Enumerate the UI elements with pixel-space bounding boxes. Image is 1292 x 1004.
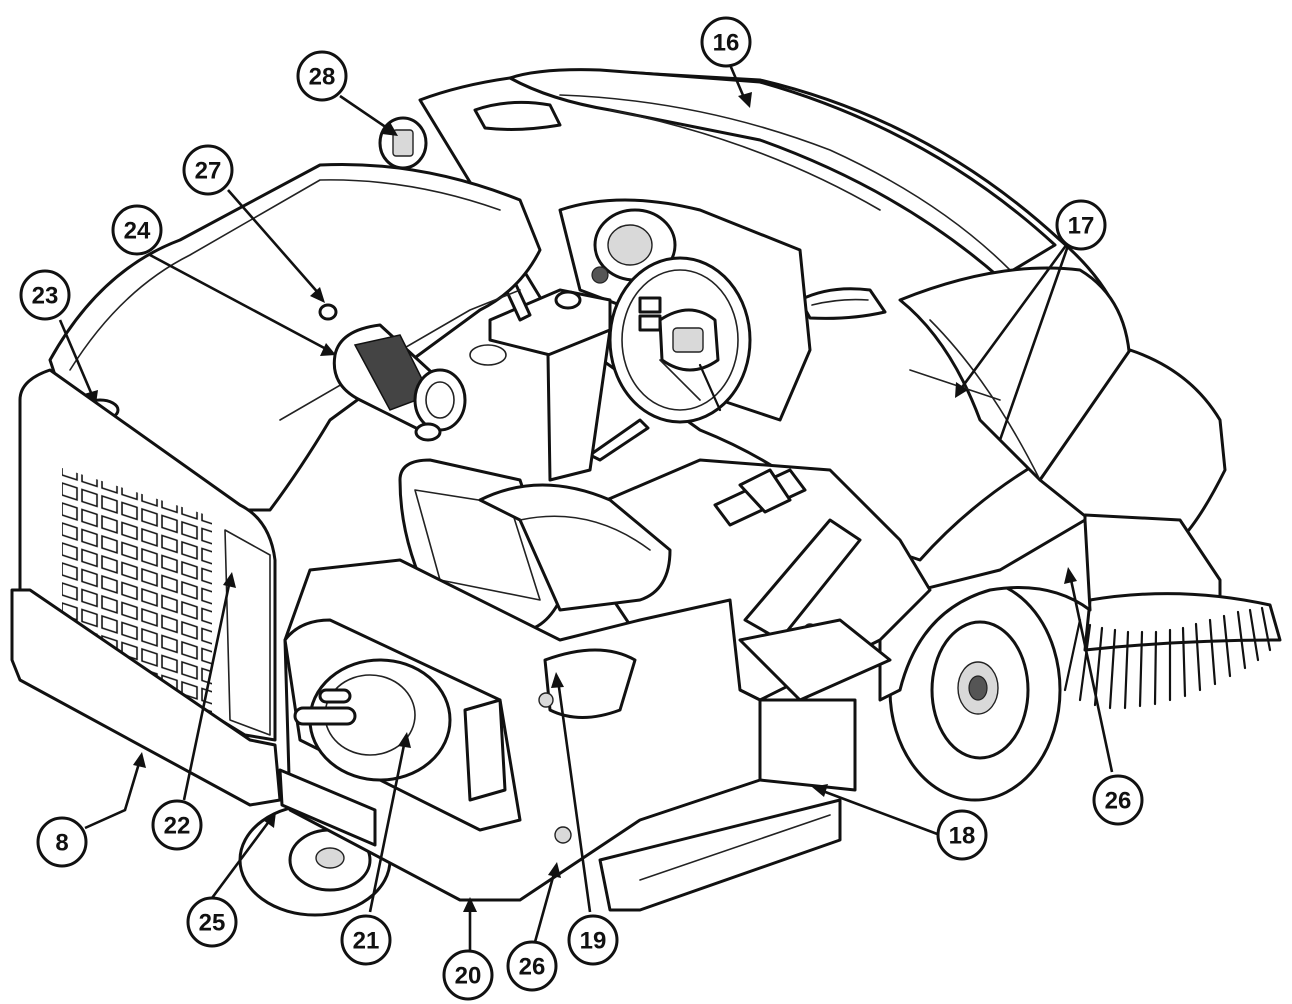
callout-17: 17: [1055, 199, 1107, 251]
svg-text:19: 19: [580, 928, 607, 955]
svg-text:8: 8: [55, 830, 68, 857]
top-indicator: [378, 116, 428, 170]
steering-wheel: [608, 256, 752, 424]
callout-26-front: 26: [1092, 774, 1144, 826]
svg-text:16: 16: [713, 30, 740, 57]
rear-engine-housing: [293, 658, 452, 782]
side-brush: [1063, 592, 1282, 710]
svg-text:24: 24: [124, 218, 151, 245]
callout-19: 19: [567, 914, 619, 966]
svg-text:17: 17: [1068, 213, 1095, 240]
svg-text:25: 25: [199, 910, 226, 937]
callout-24: 24: [111, 204, 163, 256]
callout-leaders: [58, 59, 1114, 955]
callout-23: 23: [19, 269, 71, 321]
vent-cap: [318, 303, 338, 321]
front-bumper: [10, 588, 282, 807]
callout-bubbles: 16 17 28 27 24 23 8 22: [19, 16, 1144, 1001]
svg-text:27: 27: [195, 158, 222, 185]
callout-8: 8: [36, 816, 88, 868]
svg-text:22: 22: [164, 813, 191, 840]
front-fender: [878, 518, 1092, 702]
svg-text:26: 26: [519, 954, 546, 981]
sweeper-machine: [10, 68, 1282, 917]
callout-26-rear: 26: [506, 940, 558, 992]
callout-21: 21: [340, 914, 392, 966]
svg-text:28: 28: [309, 64, 336, 91]
callout-27: 27: [182, 144, 234, 196]
svg-text:23: 23: [32, 283, 59, 310]
column-lever: [588, 418, 650, 462]
callout-22: 22: [151, 799, 203, 851]
hopper-lid: [508, 68, 1057, 280]
callout-18: 18: [936, 809, 988, 861]
svg-text:18: 18: [949, 823, 976, 850]
callout-25: 25: [186, 896, 238, 948]
debris-hopper: [758, 698, 857, 792]
callout-20: 20: [442, 949, 494, 1001]
svg-text:26: 26: [1105, 788, 1132, 815]
svg-text:20: 20: [455, 963, 482, 990]
air-filter: [332, 323, 467, 442]
callout-28: 28: [296, 50, 348, 102]
callout-16: 16: [700, 16, 752, 68]
svg-text:21: 21: [353, 928, 380, 955]
